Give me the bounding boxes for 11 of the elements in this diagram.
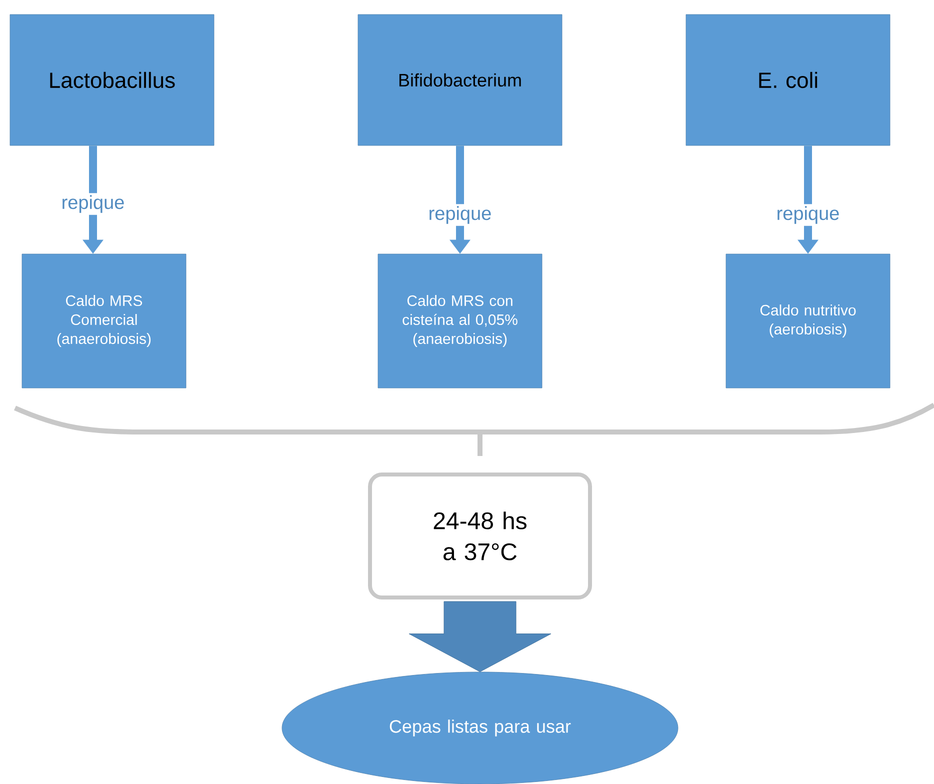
medium-box: Caldo MRS Comercial (anaerobiosis) [22, 254, 186, 388]
block-arrow [408, 601, 552, 672]
medium-box: Caldo nutritivo (aerobiosis) [726, 254, 890, 388]
organism-box: E. coli [686, 14, 890, 146]
organism-box: Bifidobacterium [358, 14, 562, 146]
edge-label: repique [426, 204, 494, 226]
medium-box: Caldo MRS con cisteína al 0,05% (anaerobiosis) [378, 254, 542, 388]
edge-label: repique [774, 204, 842, 226]
edge-label: repique [59, 193, 127, 215]
organism-box: Lactobacillus [10, 14, 214, 146]
condition-box: 24-48 hs a 37°C [368, 472, 592, 600]
